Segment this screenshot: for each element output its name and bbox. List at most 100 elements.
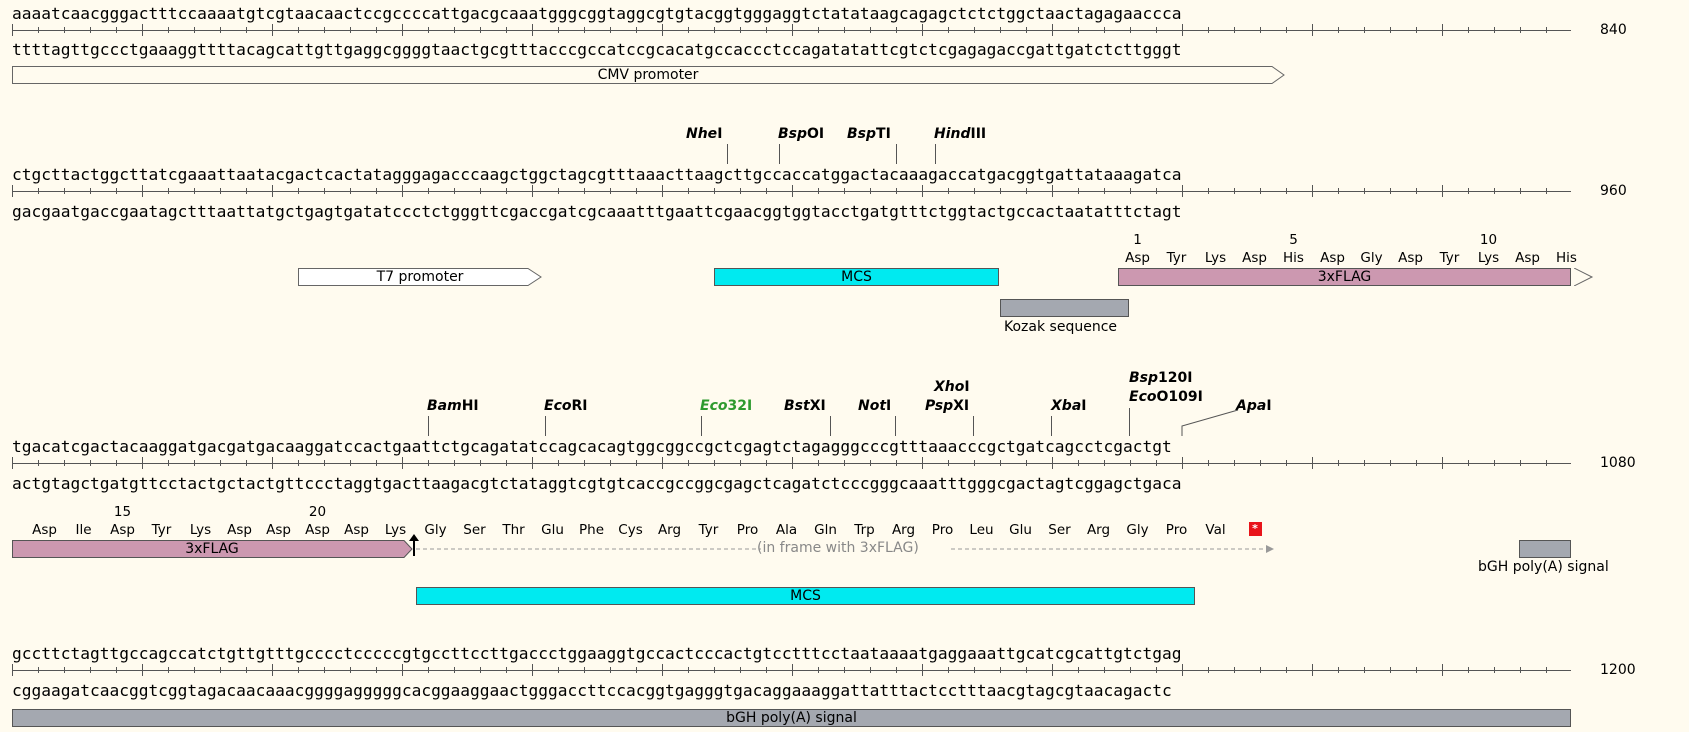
amino-acid: Lys bbox=[189, 522, 212, 538]
feature-mcs[interactable]: MCS bbox=[714, 268, 999, 286]
in-frame-note: (in frame with 3xFLAG) bbox=[757, 540, 919, 556]
amino-acid: Thr bbox=[502, 522, 525, 538]
cut-site-line bbox=[896, 144, 897, 164]
amino-acid: Ile bbox=[75, 522, 92, 538]
feature-kozak-sequence[interactable] bbox=[1000, 299, 1129, 317]
feature-label-kozak: Kozak sequence bbox=[1004, 319, 1117, 335]
amino-acid: Asp bbox=[227, 522, 252, 538]
enzyme-name-italic: Apa bbox=[1236, 398, 1267, 414]
enzyme-site-nhei[interactable]: NheI bbox=[686, 126, 722, 142]
feature-cmv-promoter[interactable]: CMV promoter bbox=[12, 66, 1285, 84]
enzyme-name-roman: OI bbox=[807, 126, 825, 142]
enzyme-name-italic: Eco bbox=[544, 398, 572, 414]
position-label: 1080 bbox=[1600, 455, 1636, 471]
enzyme-name-italic: Nhe bbox=[686, 126, 718, 142]
cut-site-line bbox=[895, 416, 896, 436]
feature-t7-promoter[interactable]: T7 promoter bbox=[298, 268, 542, 286]
cut-site-line bbox=[1129, 408, 1130, 436]
amino-acid: Asp bbox=[110, 522, 135, 538]
sequence-bottom-strand: cggaagatcaacggtcggtagacaacaaacggggaggggg… bbox=[12, 681, 1172, 700]
amino-acid: Lys bbox=[1204, 250, 1227, 266]
feature-3xflag[interactable]: 3xFLAG bbox=[1118, 268, 1571, 286]
feature-label-bgh: bGH poly(A) signal bbox=[1478, 559, 1609, 575]
feature-label: MCS bbox=[790, 588, 821, 604]
amino-acid: Gly bbox=[424, 522, 447, 538]
amino-acid: Asp bbox=[1320, 250, 1345, 266]
enzyme-name-italic: Bsp bbox=[847, 126, 877, 142]
enzyme-site-noti[interactable]: NotI bbox=[858, 398, 891, 414]
sequence-top-strand: ctgcttactggcttatcgaaattaatacgactcactatag… bbox=[12, 165, 1182, 184]
amino-acid: Leu bbox=[969, 522, 994, 538]
feature-bgh-polya-start[interactable] bbox=[1519, 540, 1571, 558]
sequence-ruler bbox=[12, 24, 1571, 36]
amino-acid: Asp bbox=[1242, 250, 1267, 266]
sequence-ruler bbox=[12, 457, 1571, 469]
amino-acid: Asp bbox=[1125, 250, 1150, 266]
cut-site-line bbox=[973, 416, 974, 436]
amino-acid: Gly bbox=[1360, 250, 1383, 266]
enzyme-name-italic: Eco bbox=[700, 398, 728, 414]
enzyme-site-apai[interactable]: ApaI bbox=[1236, 398, 1272, 414]
enzyme-name-roman: 32I bbox=[727, 398, 753, 414]
feature-3xflag[interactable]: 3xFLAG bbox=[12, 540, 413, 558]
cut-site-line bbox=[701, 416, 702, 436]
amino-acid: His bbox=[1283, 250, 1304, 266]
sequence-ruler bbox=[12, 185, 1571, 197]
amino-acid: Glu bbox=[1009, 522, 1032, 538]
enzyme-name-italic: Xho bbox=[934, 379, 965, 395]
start-arrow-icon bbox=[409, 534, 419, 556]
amino-acid: Pro bbox=[1165, 522, 1188, 538]
position-label: 960 bbox=[1600, 183, 1627, 199]
feature-bgh-polya[interactable]: bGH poly(A) signal bbox=[12, 709, 1571, 727]
enzyme-name-roman: I bbox=[1266, 398, 1272, 414]
amino-acid: Tyr bbox=[151, 522, 172, 538]
enzyme-name-roman: 120I bbox=[1158, 370, 1193, 386]
enzyme-name-roman: I bbox=[886, 398, 892, 414]
sequence-ruler bbox=[12, 664, 1571, 676]
residue-number: 20 bbox=[308, 504, 327, 520]
sequence-bottom-strand: gacgaatgaccgaatagctttaattatgctgagtgatatc… bbox=[12, 202, 1182, 221]
cut-site-line bbox=[779, 144, 780, 164]
enzyme-site-bstxi[interactable]: BstXI bbox=[784, 398, 826, 414]
cut-site-line bbox=[1051, 416, 1052, 436]
enzyme-site-hindiii[interactable]: HindIII bbox=[934, 126, 986, 142]
enzyme-site-bspoi[interactable]: BspOI bbox=[778, 126, 824, 142]
in-frame-arrow bbox=[416, 545, 1274, 553]
amino-acid: Phe bbox=[578, 522, 605, 538]
enzyme-site-bspti[interactable]: BspTI bbox=[847, 126, 891, 142]
amino-acid: Asp bbox=[1515, 250, 1540, 266]
enzyme-name-italic: Bst bbox=[784, 398, 810, 414]
enzyme-site-eco32i[interactable]: Eco32I bbox=[700, 398, 752, 414]
feature-label: 3xFLAG bbox=[1317, 269, 1372, 285]
enzyme-site-pspxi[interactable]: PspXI bbox=[925, 398, 969, 414]
enzyme-site-ecori[interactable]: EcoRI bbox=[544, 398, 587, 414]
amino-acid: Trp bbox=[854, 522, 875, 538]
amino-acid: Cys bbox=[618, 522, 643, 538]
amino-acid: Arg bbox=[657, 522, 682, 538]
enzyme-site-ecoo109i[interactable]: EcoO109I bbox=[1129, 389, 1203, 405]
enzyme-site-bamhi[interactable]: BamHI bbox=[427, 398, 479, 414]
amino-acid: Asp bbox=[344, 522, 369, 538]
sequence-top-strand: gccttctagttgccagccatctgttgtttgcccctccccc… bbox=[12, 644, 1182, 663]
enzyme-site-bsp120i[interactable]: Bsp120I bbox=[1129, 370, 1192, 386]
feature-label: T7 promoter bbox=[376, 269, 464, 285]
enzyme-site-xhoi[interactable]: XhoI bbox=[934, 379, 970, 395]
sequence-top-strand: aaaatcaacgggactttccaaaatgtcgtaacaactccgc… bbox=[12, 4, 1182, 23]
enzyme-name-italic: Bam bbox=[427, 398, 462, 414]
residue-number: 5 bbox=[1289, 232, 1298, 248]
enzyme-name-roman: XI bbox=[953, 398, 970, 414]
enzyme-site-xbai[interactable]: XbaI bbox=[1051, 398, 1086, 414]
residue-number: 10 bbox=[1479, 232, 1498, 248]
cut-site-line bbox=[428, 416, 429, 436]
cut-site-line bbox=[935, 144, 936, 164]
enzyme-name-italic: Bsp bbox=[778, 126, 808, 142]
sequence-bottom-strand: actgtagctgatgttcctactgctactgttccctaggtga… bbox=[12, 474, 1182, 493]
enzyme-name-roman: I bbox=[717, 126, 723, 142]
residue-number: 15 bbox=[113, 504, 132, 520]
cut-site-leader bbox=[1181, 409, 1239, 436]
cut-site-line bbox=[727, 144, 728, 164]
enzyme-name-italic: Bsp bbox=[1129, 370, 1159, 386]
feature-mcs[interactable]: MCS bbox=[416, 587, 1195, 605]
amino-acid: Ser bbox=[463, 522, 486, 538]
